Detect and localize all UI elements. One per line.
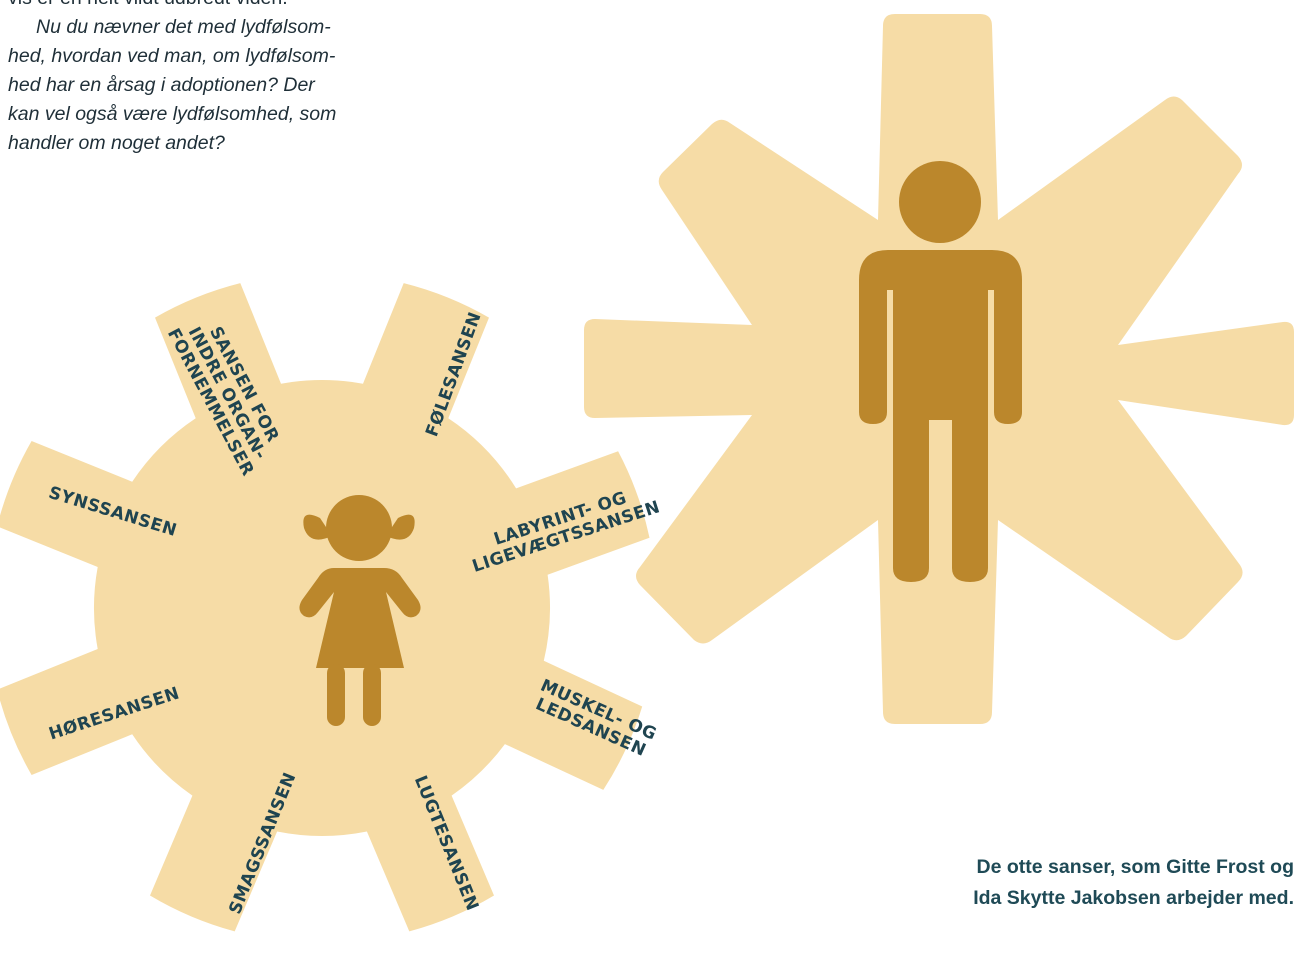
girl-icon	[299, 495, 421, 726]
question-line: hed har en årsag i adoptionen? Der	[8, 74, 315, 96]
question-line: handler om noget andet?	[8, 132, 225, 154]
child-gear	[0, 283, 650, 932]
figure-caption: De otte sanser, som Gitte Frost og Ida S…	[854, 852, 1294, 914]
caption-line-2: Ida Skytte Jakobsen arbejder med.	[973, 887, 1294, 909]
interview-question: Nu du nævner det med lydfølsom- hed, hvo…	[8, 13, 428, 158]
quote-end: vis er en helt vildt udbredt viden.“	[8, 0, 428, 13]
question-line: kan vel også være lydfølsomhed, som	[8, 103, 337, 125]
article-text: vis er en helt vildt udbredt viden.“ Nu …	[8, 0, 428, 158]
question-line: hed, hvordan ved man, om lydfølsom-	[8, 45, 336, 67]
question-line: Nu du nævner det med lydfølsom-	[36, 16, 331, 38]
caption-line-1: De otte sanser, som Gitte Frost og	[976, 856, 1294, 878]
man-icon	[859, 161, 1022, 582]
